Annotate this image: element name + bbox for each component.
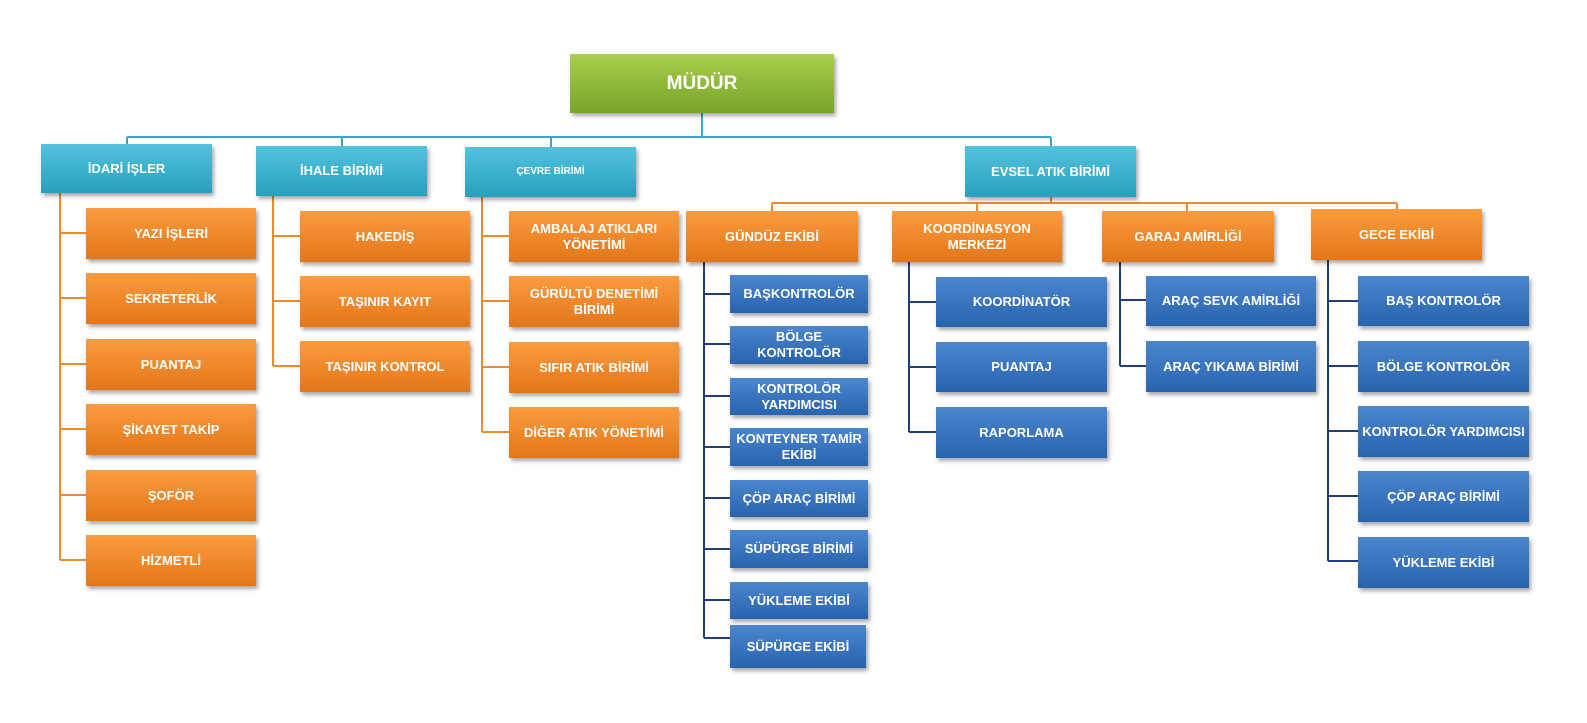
idari-item: ŞİKAYET TAKİP <box>86 404 256 455</box>
gunduz-item: SÜPÜRGE BİRİMİ <box>730 530 868 568</box>
dept-label: İDARİ İŞLER <box>87 160 166 176</box>
root-mudur: MÜDÜR <box>570 54 834 113</box>
unit-label: GARAJ AMİRLİĞİ <box>1134 228 1242 244</box>
item-label: HAKEDİŞ <box>355 228 415 244</box>
item-label: BÖLGE KONTROLÖR <box>1376 358 1511 374</box>
item-label: SEKRETERLİK <box>125 290 217 306</box>
item-label: TAŞINIR KAYIT <box>338 293 432 309</box>
idari-item: SEKRETERLİK <box>86 273 256 324</box>
gece-item: YÜKLEME EKİBİ <box>1358 537 1529 588</box>
item-label: HİZMETLİ <box>141 552 201 568</box>
item-label: GÜRÜLTÜ DENETİMİ BİRİMİ <box>529 285 659 317</box>
koordinasyon-item: KOORDİNATÖR <box>936 277 1107 327</box>
item-label: RAPORLAMA <box>979 424 1064 440</box>
idari-item: ŞOFÖR <box>86 470 256 521</box>
item-label: ARAÇ SEVK AMİRLİĞİ <box>1161 293 1301 308</box>
item-label: YÜKLEME EKİBİ <box>748 592 850 608</box>
item-label: BÖLGE KONTROLÖR <box>757 329 841 360</box>
item-label: TAŞINIR KONTROL <box>325 358 445 374</box>
gunduz-item: BAŞKONTROLÖR <box>730 275 868 313</box>
ihale-item: HAKEDİŞ <box>300 211 470 262</box>
item-label: ŞİKAYET TAKİP <box>122 421 220 437</box>
unit-gunduz-ekibi: GÜNDÜZ EKİBİ <box>686 211 858 262</box>
item-label: SIFIR ATIK BİRİMİ <box>539 359 649 375</box>
unit-gece-ekibi: GECE EKİBİ <box>1311 209 1482 260</box>
gece-item: BÖLGE KONTROLÖR <box>1358 341 1529 392</box>
garaj-item: ARAÇ SEVK AMİRLİĞİ <box>1146 276 1316 326</box>
gece-item: KONTROLÖR YARDIMCISI <box>1358 406 1529 457</box>
dept-ihale-birimi: İHALE BİRİMİ <box>256 146 427 196</box>
item-label: BAŞKONTROLÖR <box>743 286 855 301</box>
item-label: PUANTAJ <box>991 359 1052 374</box>
item-label: SÜPÜRGE BİRİMİ <box>744 541 854 556</box>
unit-label: KOORDİNASYON MERKEZİ <box>923 220 1031 252</box>
cevre-item: DİĞER ATIK YÖNETİMİ <box>509 407 679 458</box>
item-label: YAZI İŞLERİ <box>134 225 208 241</box>
item-label: KOORDİNATÖR <box>972 294 1071 309</box>
item-label: BAŞ KONTROLÖR <box>1386 293 1501 308</box>
item-label: AMBALAJ ATIKLARI YÖNETİMİ <box>530 220 658 252</box>
idari-item: PUANTAJ <box>86 339 256 390</box>
dept-label: EVSEL ATIK BİRİMİ <box>991 163 1110 179</box>
item-label: ÇÖP ARAÇ BİRİMİ <box>742 490 856 506</box>
dept-label: İHALE BİRİMİ <box>299 163 384 178</box>
item-label: KONTROLÖR YARDIMCISI <box>1362 423 1525 439</box>
idari-item: YAZI İŞLERİ <box>86 208 256 259</box>
gunduz-item: ÇÖP ARAÇ BİRİMİ <box>730 480 868 517</box>
unit-garaj-amirligi: GARAJ AMİRLİĞİ <box>1102 211 1274 262</box>
dept-cevre-birimi: ÇEVRE BİRİMİ <box>465 147 636 197</box>
cevre-item: SIFIR ATIK BİRİMİ <box>509 342 679 393</box>
gunduz-item: KONTROLÖR YARDIMCISI <box>730 378 868 415</box>
ihale-item: TAŞINIR KAYIT <box>300 276 470 327</box>
item-label: ÇÖP ARAÇ BİRİMİ <box>1387 488 1500 504</box>
item-label: PUANTAJ <box>140 356 202 372</box>
garaj-item: ARAÇ YIKAMA BİRİMİ <box>1146 341 1316 392</box>
unit-koordinasyon-merkezi: KOORDİNASYON MERKEZİ <box>892 211 1062 262</box>
gunduz-item: KONTEYNER TAMİR EKİBİ <box>730 428 868 466</box>
item-label: KONTROLÖR YARDIMCISI <box>757 380 841 412</box>
unit-label: GÜNDÜZ EKİBİ <box>725 228 819 244</box>
gunduz-item: YÜKLEME EKİBİ <box>730 582 868 619</box>
koordinasyon-item: PUANTAJ <box>936 342 1107 392</box>
ihale-item: TAŞINIR KONTROL <box>300 341 470 392</box>
item-label: KONTEYNER TAMİR EKİBİ <box>736 431 862 462</box>
item-label: ŞOFÖR <box>147 487 195 503</box>
gunduz-item: SÜPÜRGE EKİBİ <box>730 625 866 668</box>
idari-item: HİZMETLİ <box>86 535 256 586</box>
cevre-item: AMBALAJ ATIKLARI YÖNETİMİ <box>509 211 679 262</box>
gece-item: ÇÖP ARAÇ BİRİMİ <box>1358 471 1529 522</box>
koordinasyon-item: RAPORLAMA <box>936 407 1107 458</box>
root-label: MÜDÜR <box>666 72 738 94</box>
gunduz-item: BÖLGE KONTROLÖR <box>730 326 868 364</box>
item-label: YÜKLEME EKİBİ <box>1392 554 1495 570</box>
unit-label: GECE EKİBİ <box>1358 226 1435 242</box>
dept-label: ÇEVRE BİRİMİ <box>516 166 585 177</box>
dept-evsel-atik-birimi: EVSEL ATIK BİRİMİ <box>965 146 1136 197</box>
item-label: ARAÇ YIKAMA BİRİMİ <box>1163 358 1299 374</box>
dept-idari-isler: İDARİ İŞLER <box>41 144 212 193</box>
item-label: DİĞER ATIK YÖNETİMİ <box>524 424 664 440</box>
cevre-item: GÜRÜLTÜ DENETİMİ BİRİMİ <box>509 276 679 327</box>
gece-item: BAŞ KONTROLÖR <box>1358 276 1529 326</box>
item-label: SÜPÜRGE EKİBİ <box>746 638 850 654</box>
